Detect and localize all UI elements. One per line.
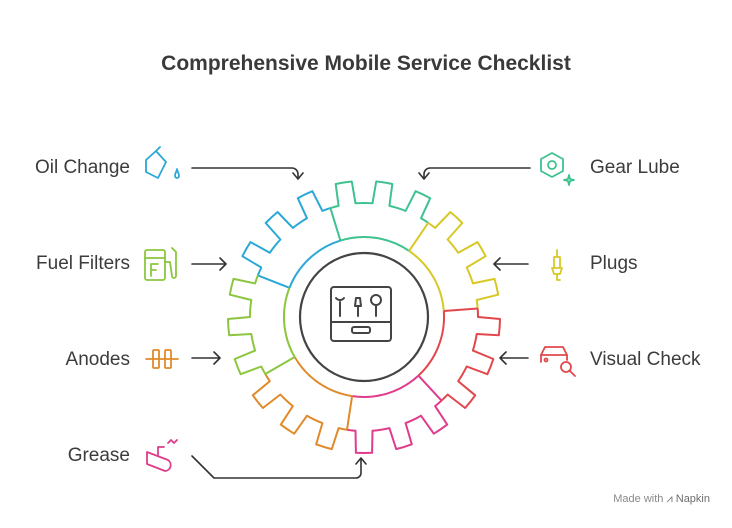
- spark-plug-icon: [551, 249, 563, 281]
- label-plugs: Plugs: [590, 253, 638, 274]
- napkin-logo-icon: ⩘: [666, 493, 673, 505]
- gear-segment-plugs: [427, 211, 500, 309]
- toolbox-icon: [330, 286, 392, 342]
- label-visual-check: Visual Check: [590, 349, 701, 370]
- arrow-plugs: [493, 257, 529, 271]
- label-oil-change: Oil Change: [34, 157, 130, 178]
- segment-divider-plugs: [408, 222, 430, 252]
- car-search-icon: [540, 346, 576, 377]
- arrow-grease: [191, 455, 367, 479]
- segment-divider-fuel-filters: [264, 356, 296, 375]
- oil-can-icon: [145, 146, 180, 179]
- label-grease: Grease: [67, 445, 130, 466]
- inner-ring-plugs: [408, 250, 445, 312]
- gear-segment-oil-change: [241, 190, 331, 276]
- gear-segment-gear-lube: [330, 180, 432, 224]
- segment-divider-gear-lube: [329, 207, 342, 241]
- inner-ring-anodes: [293, 356, 353, 398]
- fuel-pump-icon: [144, 247, 177, 281]
- gear-sparkle-icon: [540, 152, 575, 186]
- footer-brand: Napkin: [675, 493, 710, 505]
- inner-ring-oil-change: [288, 239, 341, 289]
- grease-gun-icon: [146, 439, 178, 472]
- footer-prefix: Made with: [613, 493, 664, 505]
- anode-icon: [145, 349, 179, 369]
- inner-ring-gear-lube: [340, 236, 410, 252]
- label-fuel-filters: Fuel Filters: [36, 253, 130, 274]
- arrow-oil-change: [191, 167, 304, 180]
- arrow-visual-check: [499, 351, 529, 365]
- label-gear-lube: Gear Lube: [590, 157, 680, 178]
- gear-segment-grease: [346, 399, 449, 455]
- inner-ring-fuel-filters: [282, 287, 296, 358]
- inner-ring-grease: [351, 374, 420, 398]
- footer: Made with ⩘ Napkin: [613, 493, 710, 506]
- gear-segment-fuel-filters: [227, 275, 267, 376]
- gear-segment-anodes: [251, 373, 348, 451]
- segment-divider-anodes: [346, 395, 354, 430]
- segment-divider-oil-change: [257, 274, 290, 289]
- label-anodes: Anodes: [65, 349, 130, 370]
- center-circle: [298, 251, 430, 383]
- arrow-fuel-filters: [191, 257, 227, 271]
- connector-arrows: [191, 167, 531, 479]
- arrow-gear-lube: [418, 167, 531, 180]
- gear-segments: [227, 180, 501, 455]
- inner-ring-visual-check: [417, 310, 446, 377]
- segment-divider-grease: [417, 374, 443, 402]
- segment-divider-visual-check: [443, 307, 478, 312]
- gear-segment-visual-check: [440, 308, 501, 409]
- arrow-anodes: [191, 351, 221, 365]
- page-title: Comprehensive Mobile Service Checklist: [161, 52, 571, 75]
